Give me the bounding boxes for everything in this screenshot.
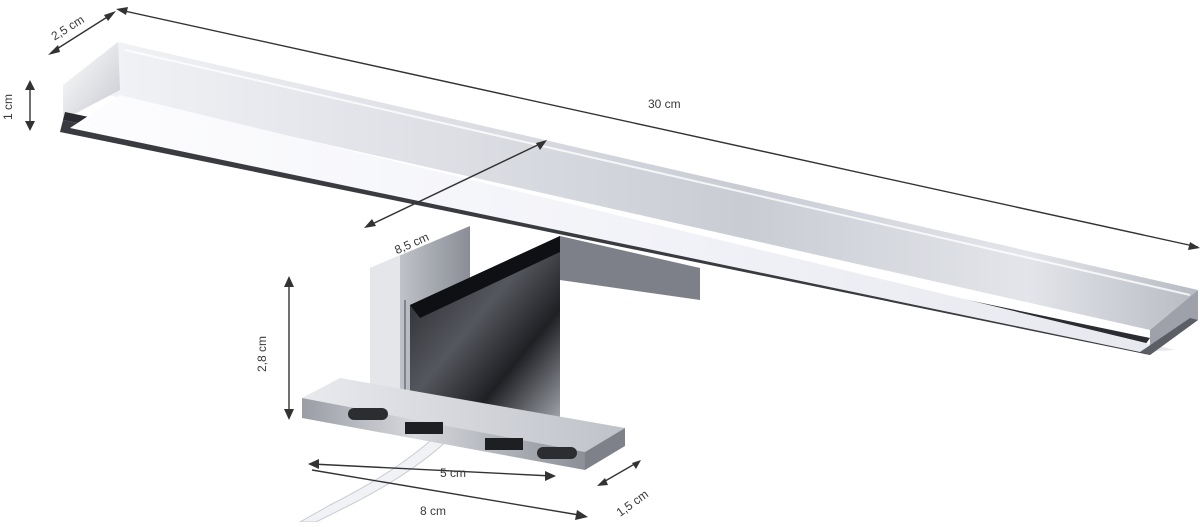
depth-mid-dimension-line — [367, 141, 545, 227]
screw-hole-icon — [348, 408, 388, 420]
light-bar — [60, 42, 1198, 355]
depth-top-label: 2,5 cm — [49, 12, 87, 43]
slot-icon — [405, 422, 443, 434]
length-label: 30 cm — [648, 97, 681, 111]
slot-icon — [485, 438, 523, 450]
length-dimension-line — [119, 9, 1199, 248]
mount-inner-label: 5 cm — [440, 466, 466, 480]
mount-width-dimension-line — [311, 469, 586, 517]
dimension-annotations — [25, 7, 1200, 520]
mounting-plate — [302, 378, 625, 470]
screw-hole-icon — [537, 447, 577, 459]
lamp-bracket — [370, 226, 700, 418]
mount-inner-dimension-line — [311, 463, 553, 477]
bracket-height-label: 2,8 cm — [255, 336, 269, 372]
height-bar-label: 1 cm — [1, 94, 15, 120]
mount-thickness-label: 1,5 cm — [614, 487, 651, 519]
depth-top-dimension-line — [51, 13, 113, 53]
mount-thickness-dimension-line — [599, 461, 639, 485]
mount-width-label: 8 cm — [420, 504, 446, 518]
